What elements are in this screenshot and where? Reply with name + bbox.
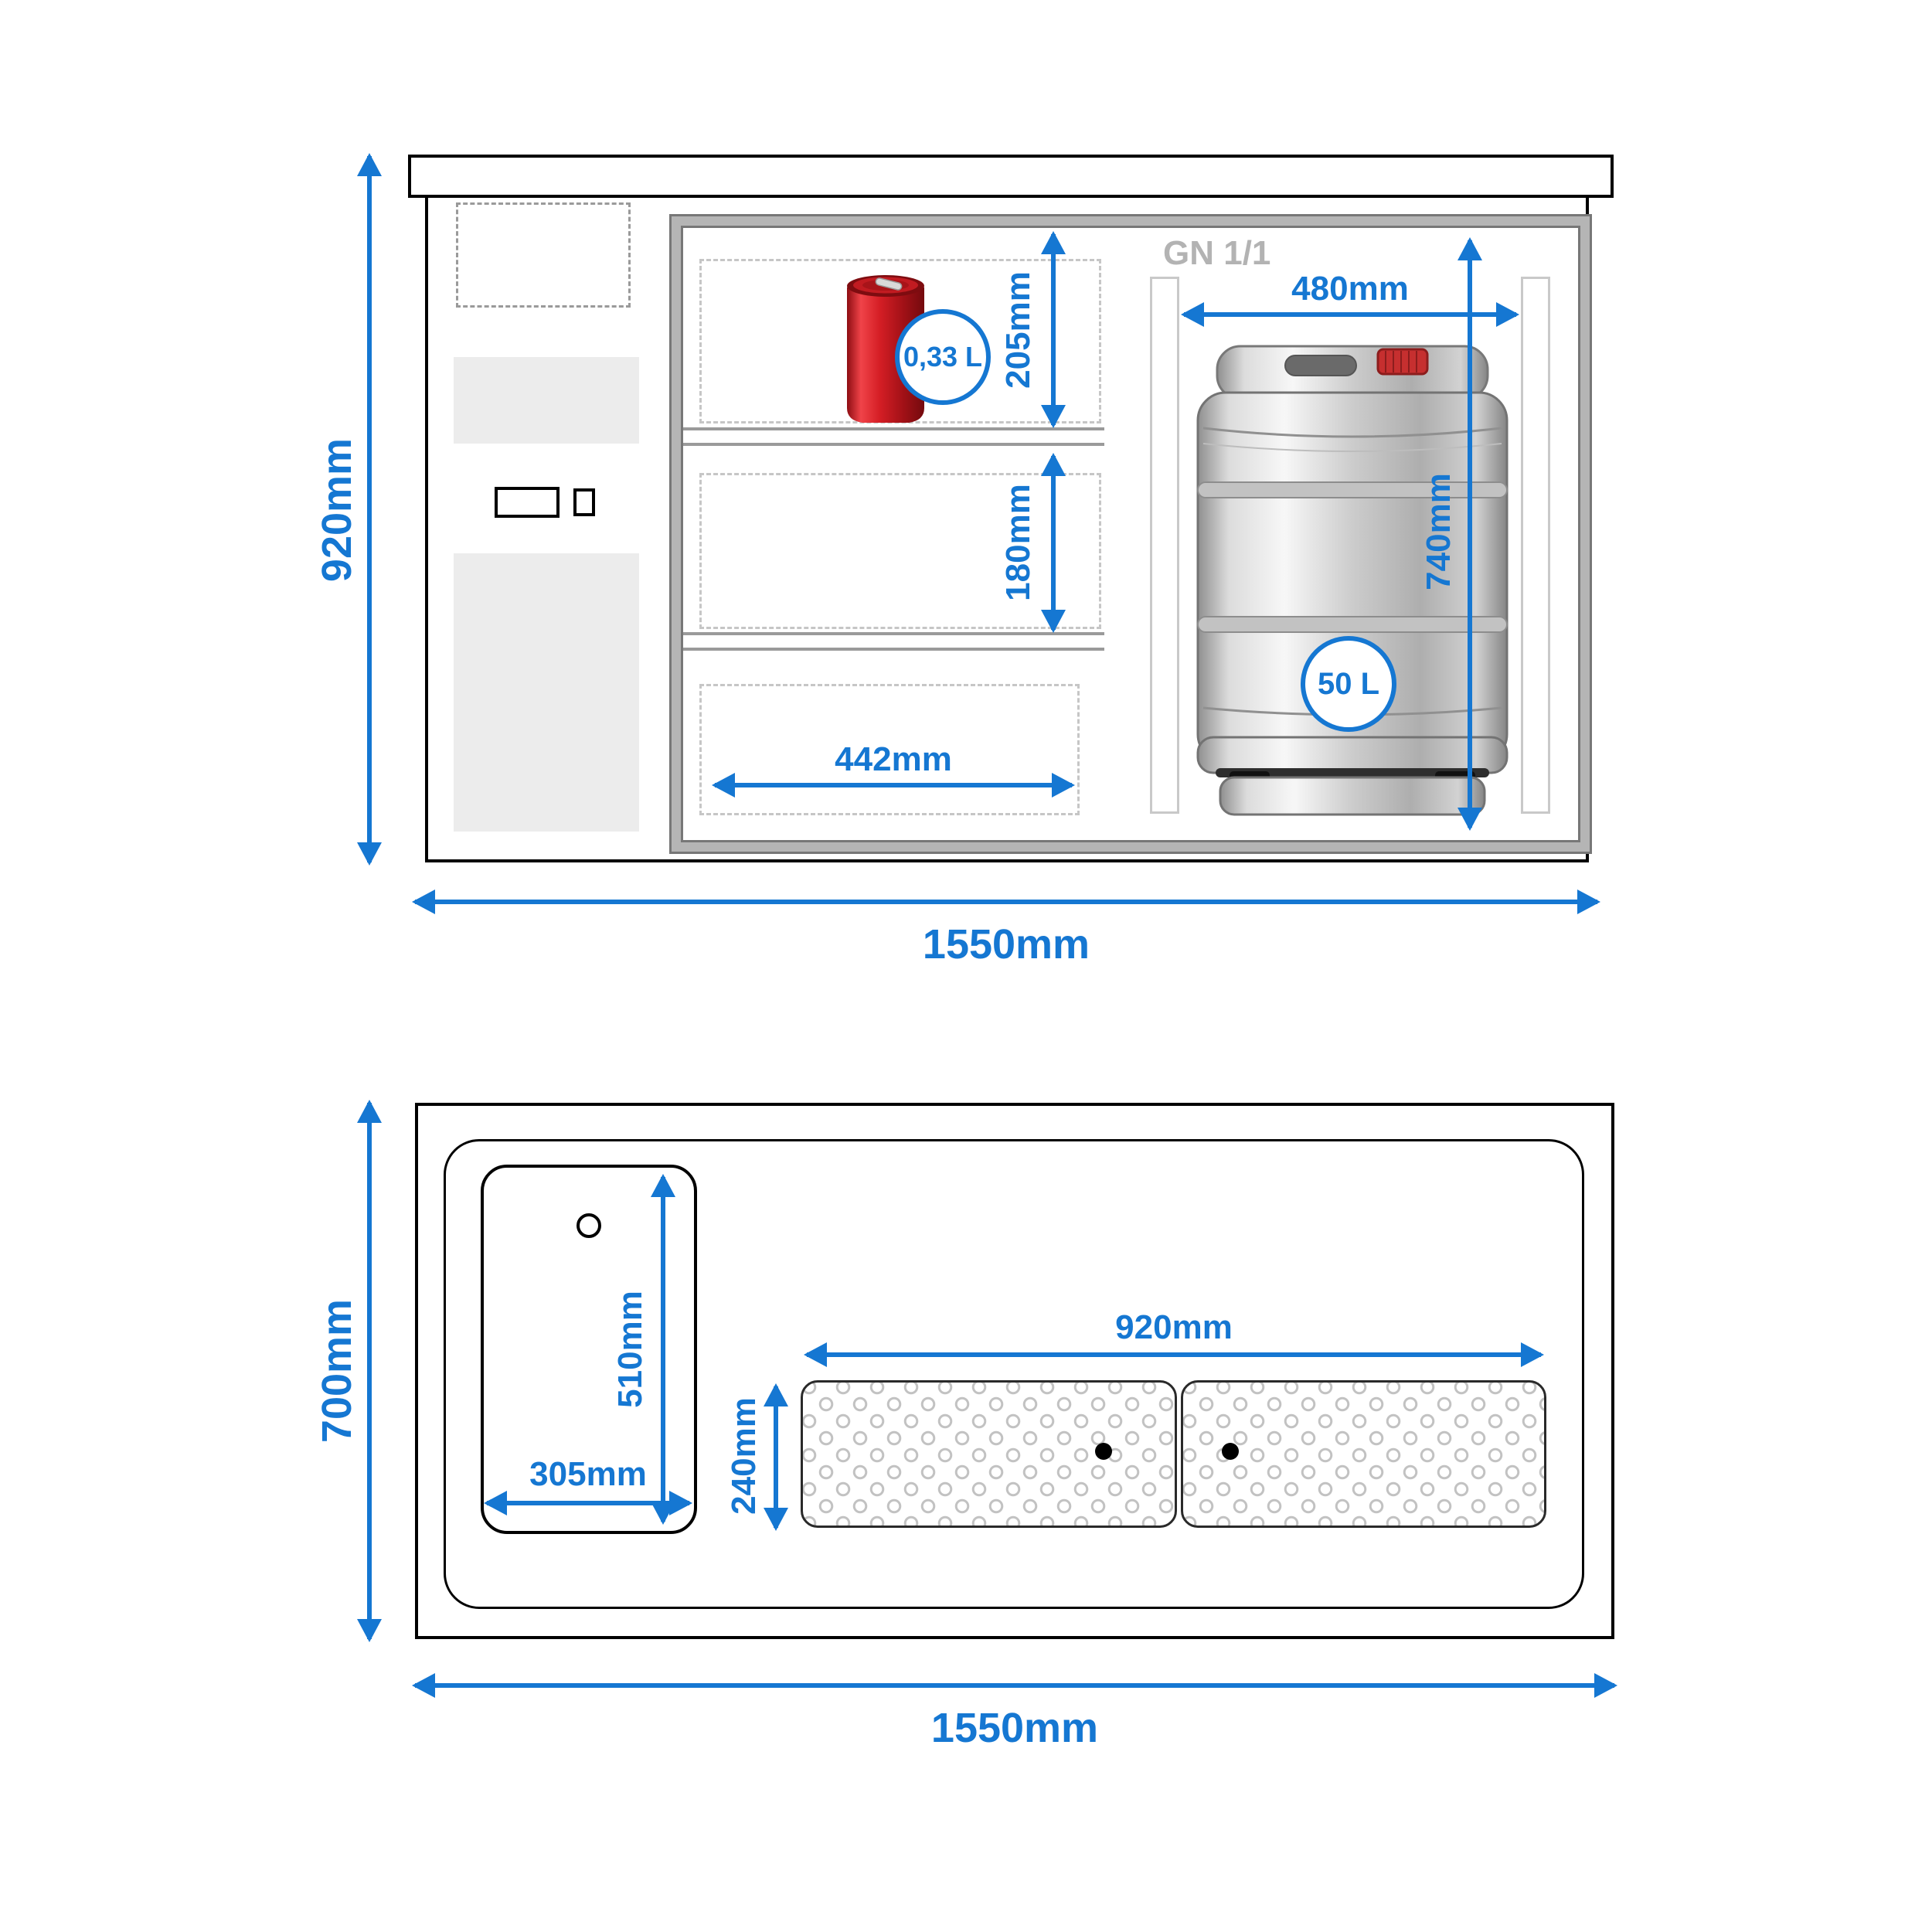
dim-label-top-overall-width: 1550mm (930, 1705, 1099, 1751)
dim-line-sink-width (487, 1501, 689, 1505)
dim-line-front-overall-height (367, 156, 372, 862)
beverage-can (847, 275, 924, 423)
dim-label-front-overall-height: 920mm (314, 437, 360, 583)
dim-label-keg-bay-height: 740mm (1420, 473, 1458, 590)
panel-upper-cover (454, 357, 639, 444)
dim-line-keg-bay-height (1468, 240, 1472, 828)
dim-line-drip-tray-width (807, 1352, 1541, 1357)
can-volume-badge: 0,33 L (895, 309, 991, 405)
drip-tray-right (1181, 1380, 1546, 1528)
dim-line-top-shelf-height (1051, 234, 1056, 425)
dim-line-front-overall-width (415, 900, 1597, 904)
dim-line-top-overall-depth (367, 1103, 372, 1639)
shelf-board-1 (683, 427, 1104, 446)
dim-label-drip-tray-width: 920mm (1115, 1308, 1233, 1346)
gn-rail-left (1150, 277, 1179, 814)
dim-label-drip-tray-depth: 240mm (725, 1397, 763, 1515)
panel-lower-cover (454, 553, 639, 832)
keg-volume-badge: 50 L (1301, 636, 1396, 732)
shelf-bottom-outline (699, 684, 1080, 815)
gn-size-label: GN 1/1 (1163, 234, 1271, 272)
dim-label-front-overall-width: 1550mm (922, 921, 1090, 968)
sink-drain-hole (577, 1213, 601, 1238)
dim-label-shelf-width: 442mm (835, 740, 952, 778)
dim-label-top-overall-depth: 700mm (314, 1298, 360, 1444)
can-volume-label: 0,33 L (903, 341, 983, 372)
dim-line-drip-tray-depth (774, 1386, 778, 1528)
control-display (495, 487, 560, 518)
dim-line-top-overall-width (415, 1683, 1614, 1688)
beer-keg (1196, 345, 1509, 816)
gn-rail-right (1521, 277, 1550, 814)
dim-label-sink-length: 510mm (611, 1291, 649, 1408)
dim-line-middle-shelf-height (1051, 456, 1056, 630)
dim-line-keg-bay-width (1184, 312, 1516, 317)
dim-line-sink-length (661, 1177, 665, 1522)
countertop-front (408, 155, 1614, 198)
keg-cap (1376, 348, 1429, 376)
dim-label-keg-bay-width: 480mm (1291, 270, 1409, 308)
shelf-middle-outline (699, 473, 1101, 629)
hidden-sink-outline (456, 202, 631, 308)
keg-volume-label: 50 L (1317, 666, 1380, 701)
dim-label-middle-shelf-height: 180mm (999, 484, 1037, 601)
tray-drain-dot-right (1222, 1443, 1239, 1460)
dim-line-shelf-width (715, 783, 1072, 787)
dim-label-top-shelf-height: 205mm (999, 271, 1037, 389)
control-button (573, 488, 595, 516)
tray-drain-dot-left (1095, 1443, 1112, 1460)
shelf-board-2 (683, 632, 1104, 651)
dim-label-sink-width: 305mm (529, 1455, 647, 1493)
drip-tray-left (801, 1380, 1177, 1528)
